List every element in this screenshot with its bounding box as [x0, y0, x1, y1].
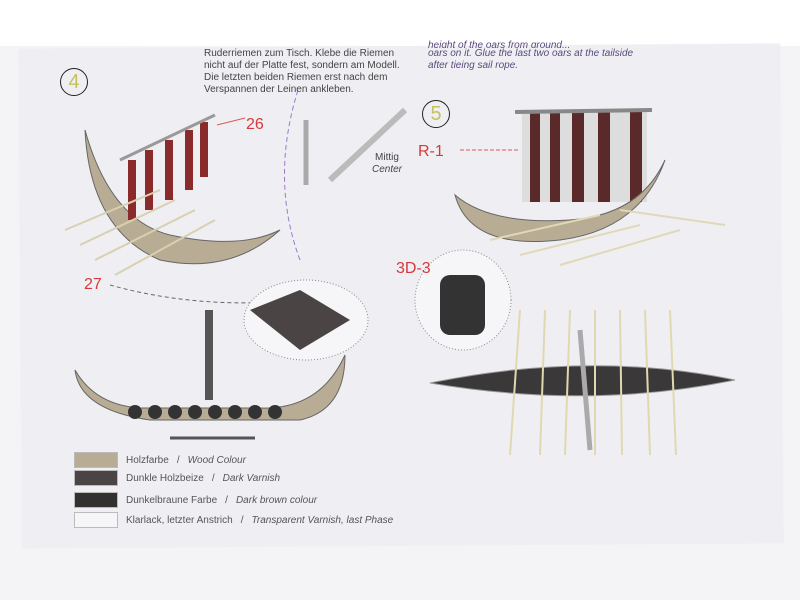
legend-en: Transparent Varnish, last Phase — [251, 514, 394, 526]
legend-item: Holzfarbe/Wood Colour — [74, 452, 246, 468]
part-label-27: 27 — [84, 276, 102, 293]
ship-side-view — [74, 310, 346, 440]
text-line: nicht auf der Platte fest, sondern am Mo… — [204, 60, 400, 71]
part-label-r1: R-1 — [418, 143, 444, 160]
part-label-26: 26 — [246, 116, 264, 133]
legend-en: Dark Varnish — [222, 472, 281, 484]
legend-de: Dunkelbraune Farbe — [126, 494, 218, 506]
part-label-3d3: 3D-3 — [396, 260, 431, 277]
text-line: after tieing sail rope. — [428, 60, 519, 71]
legend-item: Dunkelbraune Farbe/Dark brown colour — [74, 492, 317, 508]
ship-step5 — [414, 108, 736, 456]
instructions-german: Ruderriemen zum Tisch. Klebe die Riemen … — [204, 48, 400, 96]
mittig-label: Mittig — [375, 152, 399, 163]
color-swatch — [74, 452, 118, 468]
center-note: Mittig Center — [372, 152, 402, 176]
background-top — [0, 0, 800, 46]
legend-de: Klarlack, letzter Anstrich — [126, 514, 233, 526]
ship-step4 — [64, 89, 408, 361]
color-swatch — [74, 470, 118, 486]
step-number-4: 4 — [60, 68, 88, 96]
legend-en: Wood Colour — [187, 454, 246, 466]
text-line: height of the oars from ground... — [428, 40, 571, 48]
step-number-5: 5 — [422, 100, 450, 128]
text-line: Verspannen der Leinen ankleben. — [204, 84, 354, 95]
instructions-english: height of the oars from ground... oars o… — [428, 40, 633, 72]
legend-item: Klarlack, letzter Anstrich/Transparent V… — [74, 512, 393, 528]
legend-de: Dunkle Holzbeize — [126, 472, 204, 484]
legend-de: Holzfarbe — [126, 454, 169, 466]
legend-item: Dunkle Holzbeize/Dark Varnish — [74, 470, 280, 486]
color-swatch — [74, 492, 118, 508]
text-line: oars on it. Glue the last two oars at th… — [428, 48, 634, 59]
text-line: Ruderriemen zum Tisch. Klebe die Riemen — [204, 48, 395, 59]
text-line: Die letzten beiden Riemen erst nach dem — [204, 72, 388, 83]
legend-en: Dark brown colour — [235, 494, 318, 506]
center-label: Center — [372, 164, 403, 175]
color-swatch — [74, 512, 118, 528]
